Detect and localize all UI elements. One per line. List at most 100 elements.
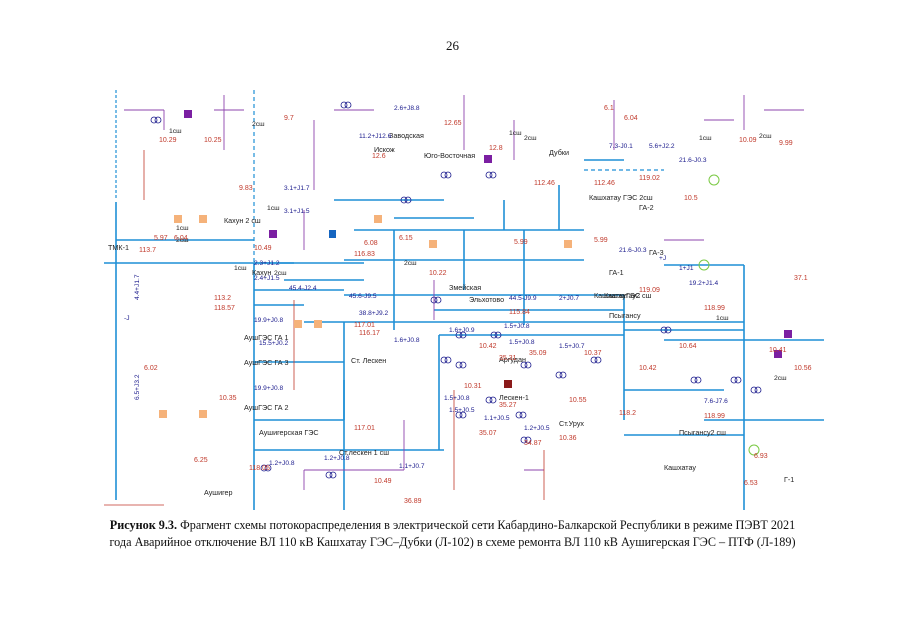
load-block (374, 215, 382, 223)
transformer-symbol (150, 116, 158, 124)
voltage-value: 12.65 (444, 120, 462, 127)
voltage-value: 10.64 (679, 343, 697, 350)
voltage-value: 115.84 (509, 309, 530, 316)
power-flow-value: 1.2+J0.8 (324, 455, 350, 462)
voltage-value: 9.83 (239, 185, 253, 192)
voltage-value: 118.57 (214, 305, 235, 312)
voltage-value: 36.89 (404, 498, 422, 505)
bus-section-label: 1сш (699, 135, 712, 142)
transformer-symbol (404, 196, 412, 204)
voltage-value: 6.04 (174, 235, 188, 242)
voltage-value: 119.02 (639, 175, 660, 182)
load-block (199, 215, 207, 223)
transformer-symbol (489, 396, 497, 404)
voltage-value: 35.09 (529, 350, 547, 357)
load-block (159, 410, 167, 418)
bus-section-label: 1сш (169, 128, 182, 135)
transformer-symbol (515, 411, 523, 419)
reactive-sign: -J (124, 315, 130, 322)
brown-block (504, 380, 512, 388)
substation-label: Псыгансу2 сш (679, 428, 726, 437)
transformer-symbol (154, 116, 162, 124)
power-flow-value: 15.5+J0.2 (259, 340, 288, 347)
load-block (429, 240, 437, 248)
substation-label: Заводская (389, 131, 424, 140)
substation-label: АушГЭС ГА 1 (244, 333, 289, 342)
caption-label: Рисунок 9.3. (109, 518, 178, 532)
substation-label: Кашхатау2 сш (604, 291, 652, 300)
power-flow-value: 1.1+J0.5 (484, 415, 510, 422)
bus-section-label: 2сш (404, 260, 417, 267)
power-flow-value: 19.9+J0.8 (254, 385, 283, 392)
substation-label: Кахун 2 сш (224, 216, 261, 225)
power-flow-value: 3.1+J1.7 (284, 185, 310, 192)
substation-label: Ст. Лескен (351, 356, 386, 365)
transformer-symbol (459, 331, 467, 339)
transformer-symbol (400, 196, 408, 204)
transformer-symbol (490, 331, 498, 339)
power-flow-value: 2.6+J8.8 (394, 105, 420, 112)
page-number: 26 (446, 38, 459, 53)
voltage-value: 112.46 (534, 180, 555, 187)
transformer-symbol (444, 356, 452, 364)
substation-label: Дубки (549, 148, 569, 157)
substation-label: ТМК-1 (108, 243, 129, 252)
voltage-value: 119.09 (639, 287, 660, 294)
power-flow-value: 1.5+J0.5 (449, 407, 475, 414)
transformer-symbol (559, 371, 567, 379)
transformer-symbol (694, 376, 702, 384)
power-flow-value: 2+J0.7 (559, 295, 579, 302)
substation-label: ГА-1 (609, 268, 624, 277)
power-flow-value: 1.2+J0.8 (269, 460, 295, 467)
power-flow-value: 2.4+J1.5 (254, 275, 280, 282)
transformer-symbol (494, 331, 502, 339)
power-flow-value: 1.6+J0.8 (394, 337, 420, 344)
substation-label: Змейская (449, 283, 481, 292)
voltage-value: 5.99 (514, 239, 528, 246)
transformer-symbol (519, 411, 527, 419)
transformer-symbol (485, 171, 493, 179)
substation-label: Кахун (252, 268, 271, 277)
reactive-sign: +J (659, 255, 666, 262)
transformer-symbol (344, 101, 352, 109)
generator-circle (698, 259, 710, 271)
bus-section-label: 2сш (774, 375, 787, 382)
substation-label: Эльхотово (469, 295, 504, 304)
substation-label: АушГЭС ГА 2 (244, 403, 289, 412)
bus-section-label: 2сш (176, 237, 189, 244)
power-flow-value: 1.5+J0.7 (559, 343, 585, 350)
power-flow-value: 7.3-J0.1 (609, 143, 633, 150)
figure-caption: Рисунок 9.3. Фрагмент схемы потокораспре… (100, 517, 805, 551)
voltage-value: 6.53 (744, 480, 758, 487)
power-flow-value: 7.6-J7.6 (704, 398, 728, 405)
voltage-value: 117.01 (354, 322, 375, 329)
voltage-value: 10.56 (794, 365, 812, 372)
voltage-value: 10.36 (559, 435, 577, 442)
voltage-value: 35.31 (499, 355, 517, 362)
voltage-value: 118.99 (704, 305, 725, 312)
substation-label: Ст.лескен 1 сш (339, 448, 389, 457)
load-block (564, 240, 572, 248)
load-block (314, 320, 322, 328)
transformer-symbol (594, 356, 602, 364)
voltage-value: 6.02 (144, 365, 158, 372)
transformer-symbol (520, 436, 528, 444)
bus-section-label: 2сш (274, 270, 287, 277)
substation-label: Псыгансу (609, 311, 641, 320)
caption-text: Фрагмент схемы потокораспределения в эле… (109, 518, 796, 549)
power-flow-value: 19.2+J1.4 (689, 280, 718, 287)
generator-block (484, 155, 492, 163)
voltage-value: 6.15 (399, 235, 413, 242)
generator-block (784, 330, 792, 338)
voltage-value: 9.99 (779, 140, 793, 147)
transformer-symbol (444, 171, 452, 179)
generator-block (774, 350, 782, 358)
power-flow-value: 1.5+J0.8 (444, 395, 470, 402)
blue-block (329, 230, 336, 238)
transformer-symbol (260, 464, 268, 472)
transformer-symbol (325, 471, 333, 479)
voltage-value: 117.01 (354, 425, 375, 432)
voltage-value: 10.31 (464, 383, 482, 390)
bus-section-label: 1сш (234, 265, 247, 272)
power-flow-value: 44.5-J9.9 (509, 295, 537, 302)
